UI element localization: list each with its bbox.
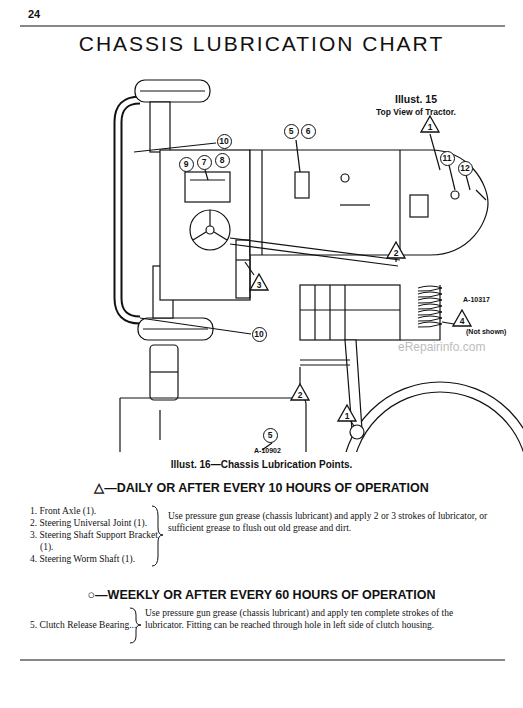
callout-triangle: 2 [290, 383, 310, 401]
callout-circle: 12 [458, 161, 473, 176]
drawing-number: A-10317 [463, 296, 490, 303]
list-item: 2. Steering Universal Joint (1). [30, 517, 162, 529]
callout-triangle: 3 [249, 273, 269, 291]
callout-circle: 5 [263, 428, 278, 443]
callout-number: 11 [443, 154, 452, 163]
callout-circle: 6 [301, 124, 316, 139]
callout-triangle: 1 [337, 404, 357, 422]
callout-number: 6 [306, 127, 311, 136]
list-item: 3. Steering Shaft Support Bracket (1). [30, 529, 162, 553]
callout-number: 10 [254, 330, 263, 339]
callout-number: 9 [184, 160, 189, 169]
list-item: 5. Clutch Release Bearing... [30, 619, 140, 631]
list-item: 4. Steering Worm Shaft (1). [30, 553, 162, 565]
instruction-text: Use pressure gun grease (chassis lubrica… [145, 607, 490, 631]
callout-number: 1 [345, 412, 350, 421]
figure-subtitle: Top View of Tractor. [376, 107, 506, 117]
drawing-number: A-10902 [254, 447, 281, 454]
figure-caption: Illust. 16—Chassis Lubrication Points. [40, 459, 483, 470]
callout-circle: 9 [179, 157, 194, 172]
callout-triangle: 4 [452, 309, 472, 327]
figure-label: Illust. 15 [395, 93, 437, 105]
callout-number: 10 [219, 137, 228, 146]
callout-circle: 11 [440, 151, 455, 166]
instruction-text: Use pressure gun grease (chassis lubrica… [168, 510, 488, 534]
callout-triangle: 2 [386, 241, 406, 259]
callout-number: 12 [460, 164, 469, 173]
callout-number: 2 [298, 391, 303, 400]
callout-circle: 10 [252, 327, 267, 342]
watermark: eRepairinfo.com [398, 340, 485, 354]
section-heading: ○—WEEKLY OR AFTER EVERY 60 HOURS OF OPER… [30, 588, 493, 602]
callout-triangle: 1 [420, 115, 440, 133]
callout-number: 3 [257, 281, 262, 290]
callout-number: 8 [220, 156, 225, 165]
callout-circle: 5 [284, 124, 299, 139]
callout-circle: 7 [197, 155, 212, 170]
chart-title: CHASSIS LUBRICATION CHART [40, 32, 483, 56]
callout-circle: 10 [217, 134, 232, 149]
callout-circle: 8 [215, 153, 230, 168]
callout-number: 4 [460, 317, 465, 326]
callout-number: 5 [268, 431, 273, 440]
section-heading: △—DAILY OR AFTER EVERY 10 HOURS OF OPERA… [30, 480, 493, 495]
callout-number: 2 [394, 249, 399, 258]
list-item: 1. Front Axle (1). [30, 505, 162, 517]
callout-number: 1 [428, 123, 433, 132]
callout-number: 5 [289, 127, 294, 136]
page-number: 24 [28, 8, 40, 20]
callout-number: 7 [202, 158, 207, 167]
note: (Not shown) [466, 328, 506, 335]
